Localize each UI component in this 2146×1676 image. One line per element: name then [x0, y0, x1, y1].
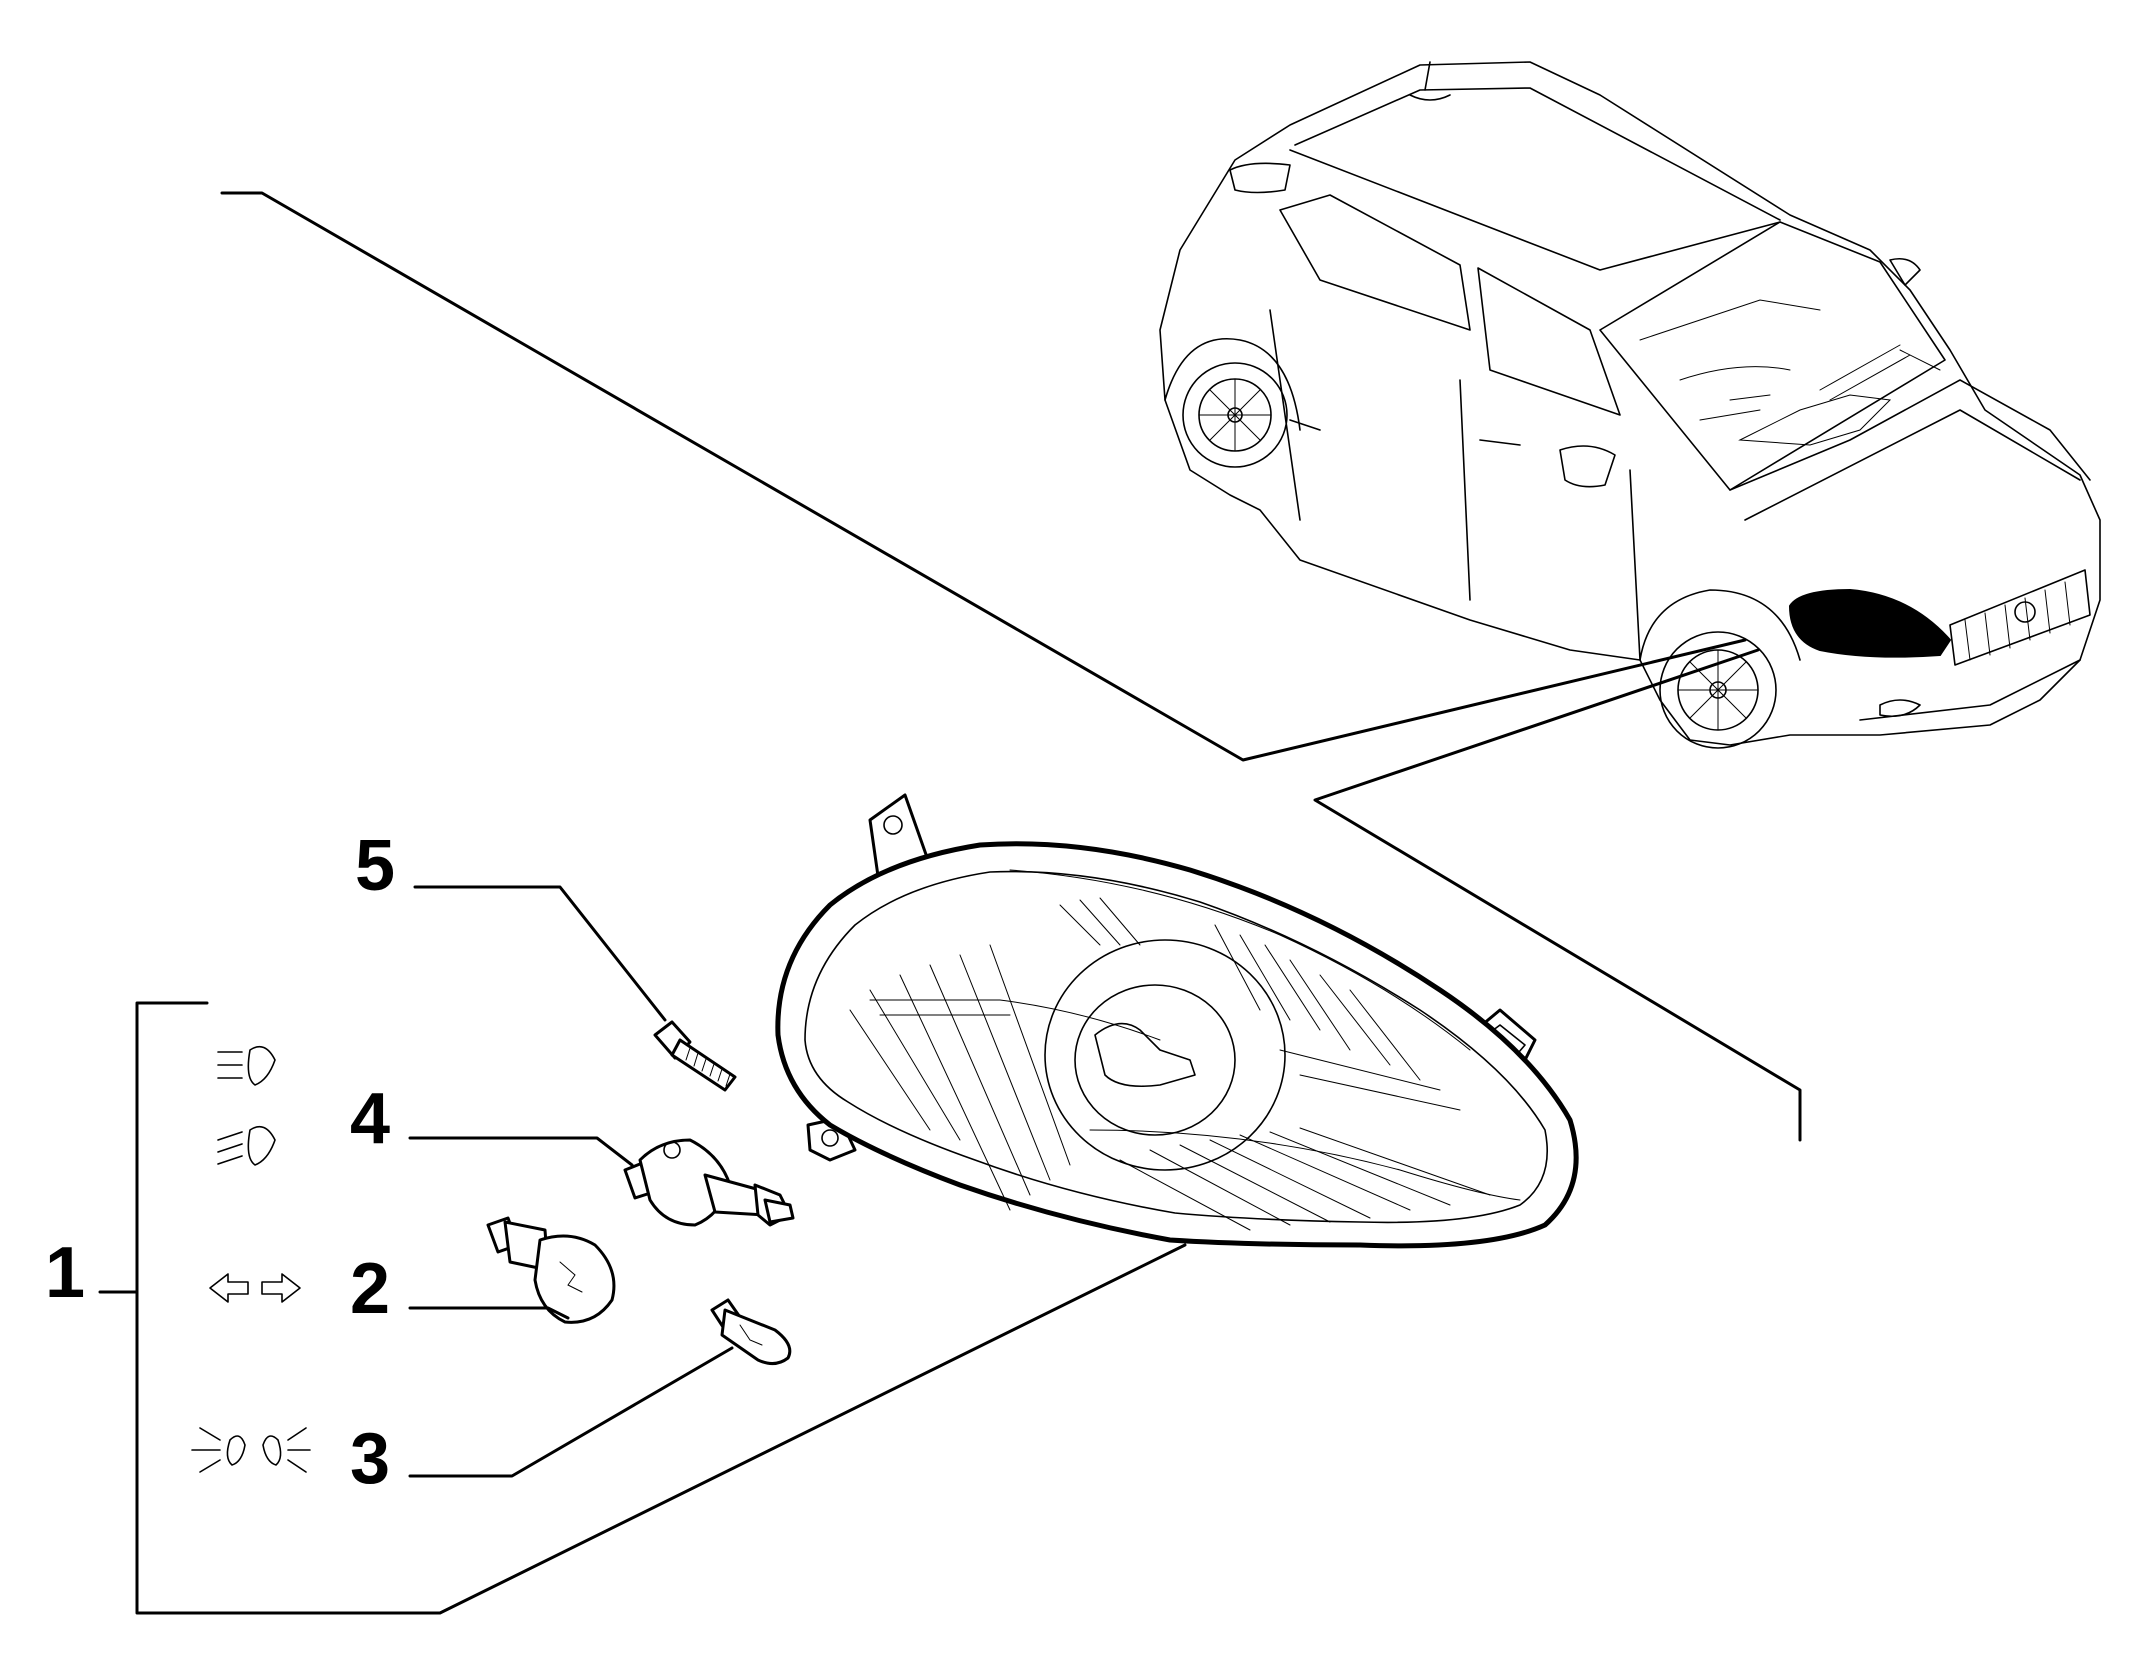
car-illustration: [1159, 61, 2101, 749]
direction-indicator-icon: [209, 1273, 301, 1303]
callout-2: 2: [350, 1249, 390, 1329]
high-beam-icon: [217, 1045, 276, 1086]
halogen-bulb-part: [623, 1138, 795, 1227]
low-beam-icon: [217, 1125, 276, 1166]
highlighted-headlamp: [1788, 588, 1952, 658]
side-light-bulb-part: [710, 1298, 792, 1365]
callout-3: 3: [350, 1419, 390, 1499]
callout-leaders: [98, 885, 1187, 1615]
lamp-function-symbols: [191, 1045, 311, 1473]
screw-part: [653, 1020, 737, 1092]
car-leader-lines: [220, 191, 1802, 1142]
callout-5: 5: [355, 826, 395, 906]
headlamp-assembly: [775, 793, 1579, 1249]
callout-numbers: 5 4 2 3 1: [45, 826, 395, 1499]
callout-1: 1: [45, 1233, 85, 1313]
callout-4: 4: [350, 1079, 390, 1159]
side-light-icon: [191, 1427, 311, 1473]
